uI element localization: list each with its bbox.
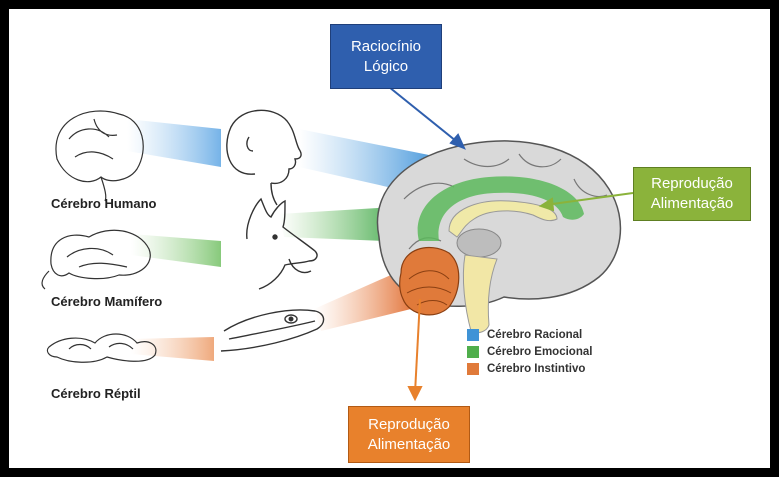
legend-label-rational: Cérebro Racional: [487, 329, 582, 341]
orange-beam-small: [131, 337, 214, 361]
arrow-bottom: [409, 299, 421, 399]
legend-item-emotional: Cérebro Emocional: [467, 343, 592, 360]
callout-right-line1: Reprodução: [634, 174, 750, 194]
callout-reproduction-right: Reprodução Alimentação: [633, 167, 751, 221]
label-reptile-brain: Cérebro Réptil: [51, 386, 141, 401]
arrow-top: [389, 87, 464, 148]
snake-head-sketch: [221, 310, 324, 351]
brain-legend: Cérebro Racional Cérebro Emocional Céreb…: [467, 326, 592, 377]
callout-right-line2: Alimentação: [634, 194, 750, 214]
callout-logical-reasoning: Raciocínio Lógico: [330, 24, 442, 89]
callout-reproduction-bottom: Reprodução Alimentação: [348, 406, 470, 463]
callout-bottom-line2: Alimentação: [349, 435, 469, 455]
legend-item-rational: Cérebro Racional: [467, 326, 592, 343]
legend-label-instinctive: Cérebro Instintivo: [487, 363, 585, 375]
legend-swatch-orange: [467, 363, 479, 375]
large-brain-cross-section: [377, 141, 620, 333]
green-beam-small: [131, 234, 221, 267]
legend-swatch-green: [467, 346, 479, 358]
callout-bottom-line1: Reprodução: [349, 415, 469, 435]
legend-item-instinctive: Cérebro Instintivo: [467, 360, 592, 377]
human-head-sketch: [227, 110, 301, 205]
label-mammal-brain: Cérebro Mamífero: [51, 294, 162, 309]
legend-swatch-blue: [467, 329, 479, 341]
diagram-canvas: Cérebro Humano Cérebro Mamífero Cérebro …: [9, 9, 770, 468]
callout-top-line1: Raciocínio: [331, 37, 441, 57]
label-human-brain: Cérebro Humano: [51, 196, 156, 211]
callout-top-line2: Lógico: [331, 57, 441, 77]
legend-label-emotional: Cérebro Emocional: [487, 346, 592, 358]
